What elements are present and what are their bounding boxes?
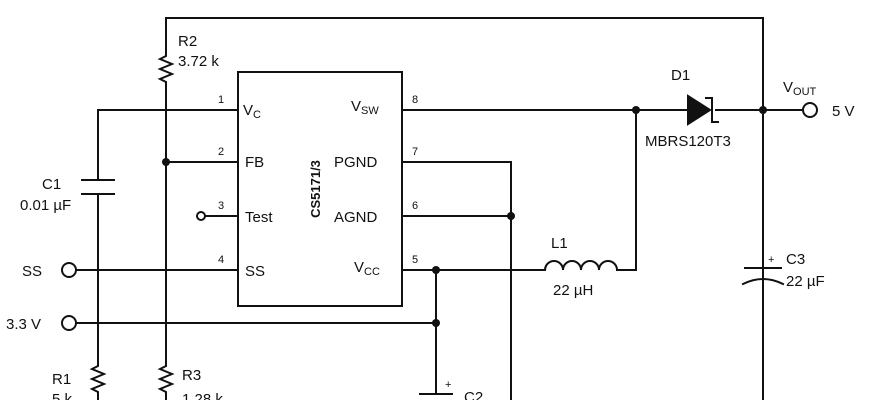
pin-6-number: 6 (412, 200, 418, 212)
diode-d1-triangle (687, 94, 712, 126)
ic-cs5171: CS5171/3 1 VC 2 FB 3 Test 4 SS 8 VSW 7 P… (218, 71, 418, 307)
resistor-r3: R3 1.28 k (157, 361, 223, 400)
pin-2-name: FB (245, 154, 264, 171)
junctions (162, 106, 767, 327)
resistor-r3-value: 1.28 k (182, 391, 223, 400)
pin-8-name: VSW (351, 98, 379, 117)
pin-7-name: PGND (334, 154, 378, 171)
ic-part-number: CS5171/3 (308, 160, 323, 218)
pin-5-number: 5 (412, 254, 418, 266)
resistor-r1-symbol (89, 361, 107, 395)
junction-vcc (432, 266, 440, 274)
capacitor-c3-plus: + (768, 254, 774, 266)
terminals: SS 3.3 V VOUT 5 V (6, 79, 855, 333)
pin-8-number: 8 (412, 94, 418, 106)
wire-l1-sw (619, 109, 637, 271)
wire-pgnd (401, 161, 512, 400)
terminal-vin-label: 3.3 V (6, 316, 41, 333)
resistor-r1: R1 5 k (52, 361, 107, 400)
pin-5-name: VCC (354, 259, 380, 278)
junction-sw (632, 106, 640, 114)
resistor-r1-value: 5 k (52, 391, 73, 400)
inductor-l1-value: 22 µH (553, 282, 593, 299)
capacitor-c3-ref: C3 (786, 251, 805, 268)
pin-3-name: Test (245, 209, 273, 226)
resistor-r2: R2 3.72 k (157, 33, 219, 85)
pin-6-name: AGND (334, 209, 378, 226)
capacitor-c3-value: 22 µF (786, 273, 825, 290)
capacitor-c2-plus: + (445, 379, 451, 391)
pin-7-number: 7 (412, 146, 418, 158)
pin-4-name: SS (245, 263, 265, 280)
pin-3-number: 3 (218, 200, 224, 212)
inductor-l1-ref: L1 (551, 235, 568, 252)
inductor-l1: L1 22 µH (543, 235, 621, 299)
resistor-r2-value: 3.72 k (178, 53, 219, 70)
capacitor-c1-value: 0.01 µF (20, 197, 71, 214)
resistor-r3-ref: R3 (182, 367, 201, 384)
diode-d1-value: MBRS120T3 (645, 133, 731, 150)
pin-2-number: 2 (218, 146, 224, 158)
wire-vc-pin (97, 109, 239, 181)
diode-d1-ref: D1 (671, 67, 690, 84)
terminal-vout-label: VOUT (783, 79, 817, 98)
inductor-l1-symbol (543, 260, 621, 272)
capacitor-c1-ref: C1 (42, 176, 61, 193)
resistor-r1-ref: R1 (52, 371, 71, 388)
pin-1-number: 1 (218, 94, 224, 106)
resistor-r2-ref: R2 (178, 33, 197, 50)
capacitor-c1: C1 0.01 µF (20, 176, 115, 214)
pin-1-name: VC (243, 102, 261, 121)
capacitor-c2: + C2 (419, 379, 483, 400)
junction-agnd (507, 212, 515, 220)
junction-vin (432, 319, 440, 327)
junction-out (759, 106, 767, 114)
terminal-ss-label: SS (22, 263, 42, 280)
terminal-vin (61, 315, 77, 331)
ic-body (237, 71, 403, 307)
terminal-ss (61, 262, 77, 278)
capacitor-c2-ref: C2 (464, 389, 483, 400)
resistor-r2-symbol (157, 51, 175, 85)
junction-fb (162, 158, 170, 166)
capacitor-c3: + C3 22 µF (741, 251, 825, 400)
diode-d1: D1 MBRS120T3 (645, 67, 731, 150)
resistor-r3-symbol (157, 361, 175, 395)
terminal-vout (802, 102, 818, 118)
diode-d1-cathode (705, 97, 719, 123)
terminal-vout-value: 5 V (832, 103, 855, 120)
terminal-test (196, 211, 206, 221)
wires (74, 17, 804, 400)
pin-4-number: 4 (218, 254, 224, 266)
